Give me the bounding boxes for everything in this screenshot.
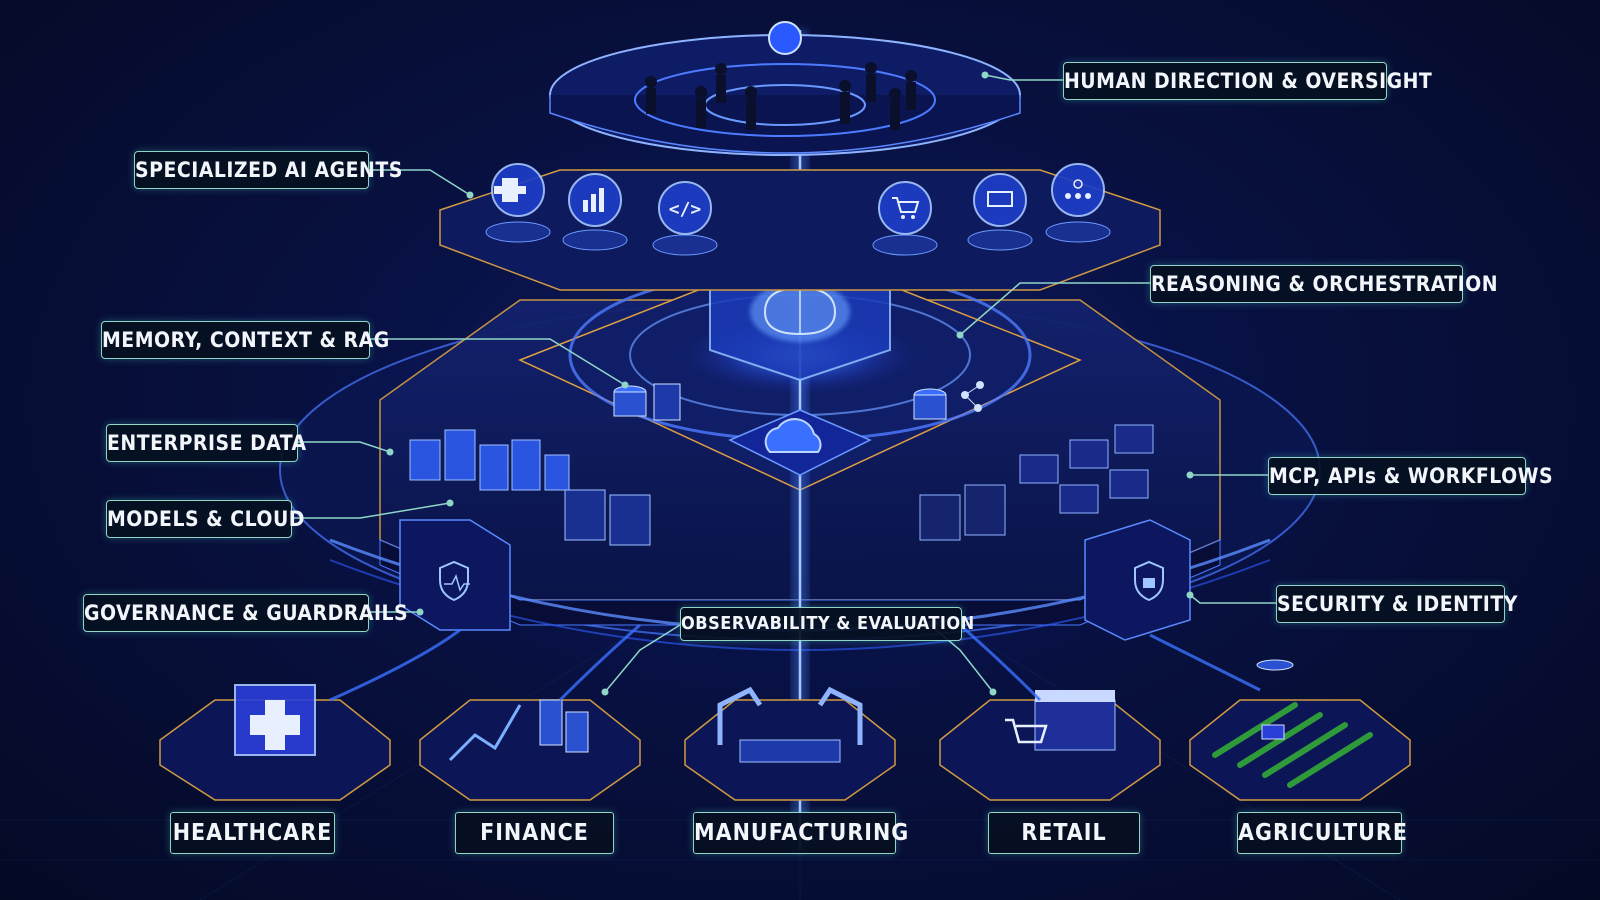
shopping-cart-icon [872,181,938,256]
database-icon [613,383,681,421]
label-models-cloud: MODELS & CLOUD [106,500,304,538]
sector-manufacturing: MANUFACTURING [693,812,908,854]
label-reasoning: REASONING & ORCHESTRATION [1150,265,1498,303]
medical-cross-icon [485,163,551,243]
workflow-nodes-icon [919,424,1154,541]
sector-retail: RETAIL [988,812,1140,854]
sector-healthcare: HEALTHCARE [170,812,335,854]
label-specialized-agents: SPECIALIZED AI AGENTS [134,151,402,189]
knowledge-graph-icon [913,381,984,420]
finance-pad [419,699,641,801]
sector-finance: FINANCE [455,812,614,854]
sector-agriculture: AGRICULTURE [1237,812,1407,854]
svg-text:</>: </> [669,199,702,220]
sector-connectors [329,623,1261,702]
healthcare-pad [159,684,391,801]
cloud-icon [728,409,872,476]
label-security: SECURITY & IDENTITY [1276,585,1517,623]
label-observability: OBSERVABILITY & EVALUATION [680,607,974,641]
label-memory: MEMORY, CONTEXT & RAG [101,321,389,359]
agriculture-pad [1189,659,1411,801]
agent-pods: </> [485,163,1111,256]
people-figures [645,62,917,130]
workflow-icon [1045,163,1111,243]
leader-lines [290,74,1276,693]
label-governance: GOVERNANCE & GUARDRAILS [83,594,408,632]
label-mcp-apis: MCP, APIs & WORKFLOWS [1268,457,1553,495]
leader-dots [386,71,1194,696]
label-enterprise-data: ENTERPRISE DATA [106,424,306,462]
logistics-icon [967,173,1033,251]
server-stack-icon [409,429,651,546]
shield-lock-icon [1084,519,1191,641]
shield-pulse-icon [399,519,511,631]
code-icon: </> [652,181,718,256]
human-oversight-platform [549,21,1021,156]
chart-icon [562,173,628,251]
label-human-direction: HUMAN DIRECTION & OVERSIGHT [1063,62,1432,100]
manufacturing-pad [684,686,896,801]
retail-pad [939,690,1161,801]
